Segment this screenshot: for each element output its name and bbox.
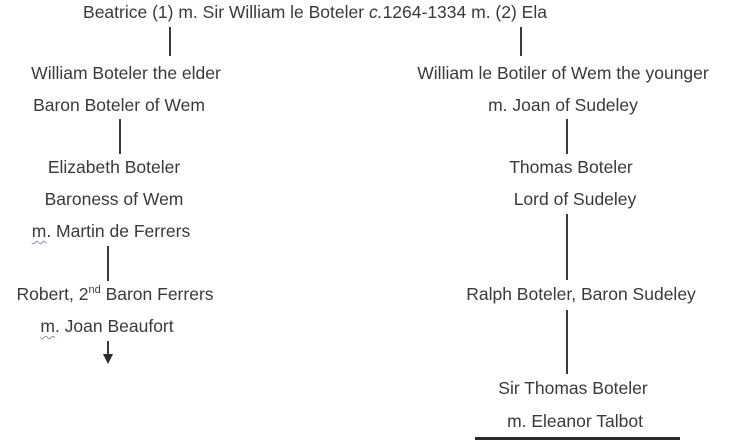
connector-left-3	[107, 341, 109, 355]
left-gen3-marriage-rest: . Joan Beaufort	[54, 316, 174, 336]
left-gen3-name: Robert, 2nd Baron Ferrers	[16, 283, 213, 305]
right-gen2-name: Thomas Boteler	[509, 157, 633, 177]
left-gen3-m: m	[40, 316, 55, 336]
left-gen3-name-b: Baron Ferrers	[100, 284, 214, 304]
right-gen3-name: Ralph Boteler, Baron Sudeley	[466, 284, 696, 304]
right-gen4-name: Sir Thomas Boteler	[498, 378, 648, 398]
left-gen2-marriage-rest: . Martin de Ferrers	[46, 221, 191, 241]
connector-right-1	[566, 119, 568, 154]
left-gen1-title: Baron Boteler of Wem	[33, 95, 205, 115]
root-prefix: Beatrice (1) m. Sir William le Boteler	[83, 2, 369, 22]
connector-right-2	[566, 214, 568, 280]
right-gen1-name: William le Botiler of Wem the younger	[417, 63, 709, 83]
root-suffix: 1264-1334 m. (2) Ela	[382, 2, 547, 22]
connector-right-3	[566, 310, 568, 374]
left-gen2-marriage: m. Martin de Ferrers	[32, 220, 191, 242]
connector-root-left	[169, 27, 171, 56]
left-gen3-marriage: m. Joan Beaufort	[40, 315, 173, 337]
bottom-rule	[475, 437, 680, 440]
right-gen2-title: Lord of Sudeley	[513, 189, 637, 209]
left-gen2-name: Elizabeth Boteler	[47, 157, 181, 177]
connector-left-1	[119, 119, 121, 154]
connector-root-right	[520, 27, 522, 56]
descent-arrow-icon	[103, 354, 113, 364]
left-gen3-ordinal: nd	[88, 284, 101, 297]
left-gen2-title: Baroness of Wem	[44, 189, 184, 209]
left-gen3-name-a: Robert, 2	[16, 284, 89, 304]
root-couple: Beatrice (1) m. Sir William le Boteler c…	[83, 1, 547, 23]
root-circa: c.	[368, 2, 383, 22]
left-gen2-m: m	[31, 221, 47, 241]
right-gen4-marriage: m. Eleanor Talbot	[507, 411, 643, 431]
connector-left-2	[107, 246, 109, 281]
left-gen1-name: William Boteler the elder	[31, 63, 221, 83]
right-gen1-marriage: m. Joan of Sudeley	[488, 95, 638, 115]
